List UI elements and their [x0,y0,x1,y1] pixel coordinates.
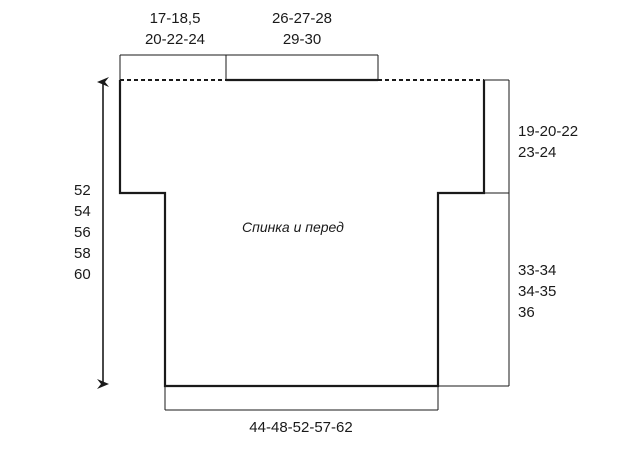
shoulder-width-label: 17-18,5 20-22-24 [130,8,220,50]
shoulder-width-line1: 17-18,5 [149,10,201,27]
bottom-width-label: 44-48-52-57-62 [249,419,353,436]
total-length-size-1: 52 [74,182,91,199]
armhole-depth-line1: 19-20-22 [518,123,579,140]
neck-width-line1: 26-27-28 [271,10,333,27]
total-length-size-2: 54 [74,203,91,220]
side-length-line2: 34-35 [518,283,557,300]
neck-width-line2: 29-30 [282,31,322,48]
side-length-label: 33-34 34-35 36 [518,260,556,323]
diagram-title: Спинка и перед [242,219,344,235]
armhole-depth-line2: 23-24 [518,144,557,161]
side-length-line1: 33-34 [518,262,557,279]
total-length-size-3: 56 [74,224,91,241]
side-length-line3: 36 [518,304,535,321]
total-length-size-4: 58 [74,245,91,262]
total-length-size-5: 60 [74,266,91,283]
armhole-depth-label: 19-20-22 23-24 [518,121,578,163]
total-length-label: 52 54 56 58 60 [74,180,98,285]
shoulder-width-line2: 20-22-24 [144,31,206,48]
neck-width-label: 26-27-28 29-30 [254,8,350,50]
garment-outline [118,80,486,388]
